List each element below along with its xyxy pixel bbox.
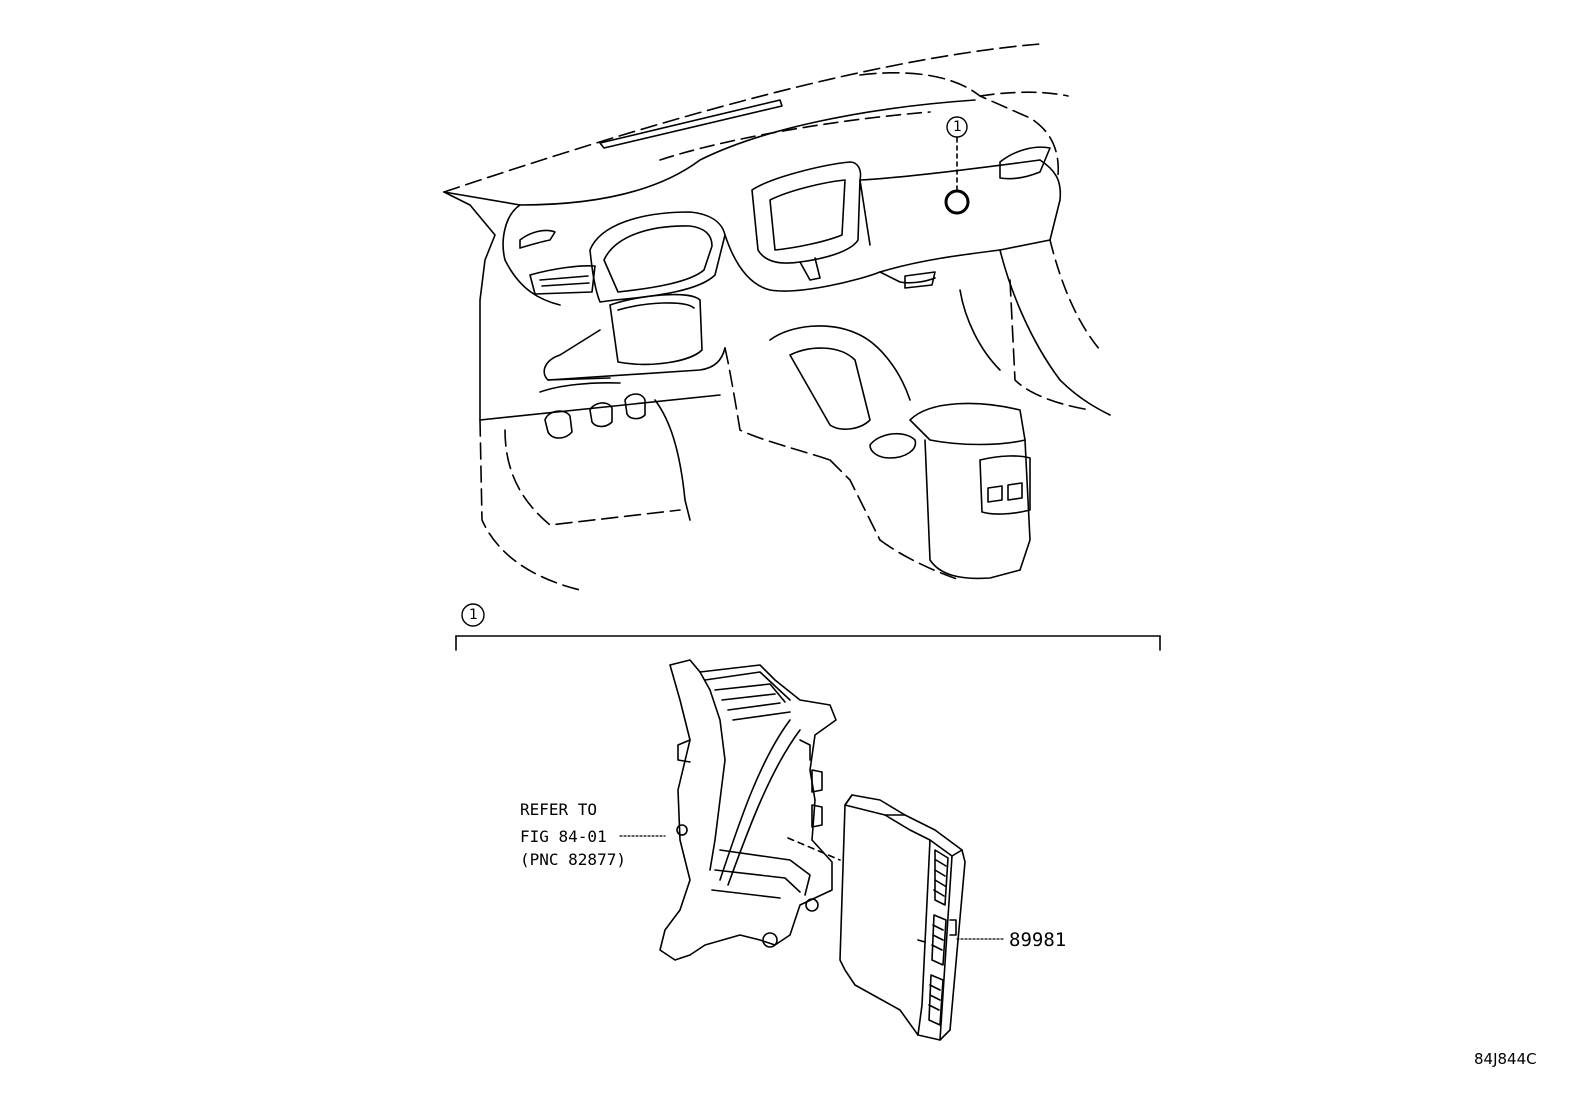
mounting-bracket bbox=[659, 659, 837, 961]
ecu-module bbox=[787, 794, 966, 1041]
callout-number-bottom: 1 bbox=[469, 607, 478, 623]
part-number-label: 89981 bbox=[1009, 929, 1067, 951]
refer-note-line1: REFER TO bbox=[520, 800, 598, 819]
callout-number-top: 1 bbox=[953, 119, 962, 135]
part-group-bracket bbox=[455, 603, 1161, 651]
refer-note-line3: (PNC 82877) bbox=[520, 850, 626, 869]
dashboard-illustration bbox=[443, 43, 1111, 591]
figure-id: 84J844C bbox=[1474, 1050, 1537, 1068]
refer-note-line2: FIG 84-01 bbox=[520, 827, 607, 846]
